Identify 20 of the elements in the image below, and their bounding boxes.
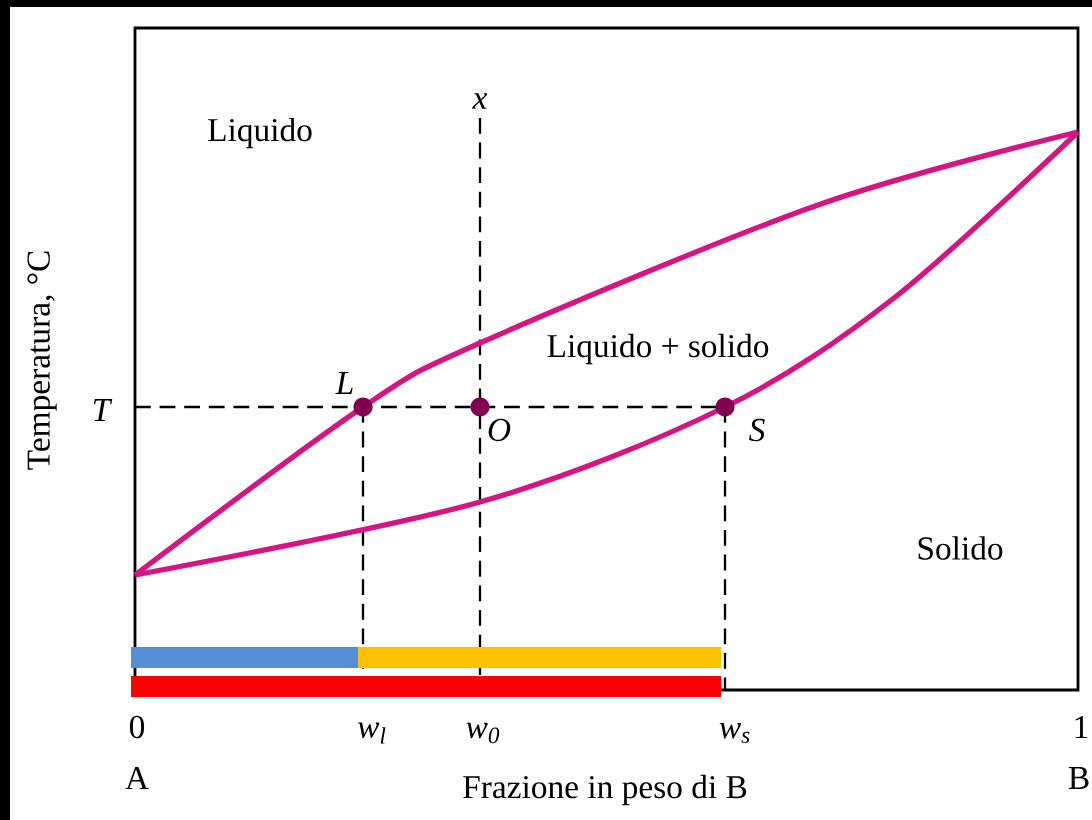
region-label: Liquido + solido (547, 333, 769, 365)
tick-label: w$_{s}$ (719, 722, 750, 744)
tick-label: 0 (129, 715, 145, 739)
tick-label: w$_{0}$ (466, 722, 500, 744)
tick-label: A (125, 767, 149, 789)
point-label: L (335, 372, 353, 394)
bar (131, 676, 721, 697)
region-label: Solido (918, 536, 1003, 560)
tick-label: w$_{l}$ (358, 722, 386, 744)
tick-label: 1 (1075, 716, 1088, 738)
point-label: O (488, 418, 511, 442)
axis-label: x (472, 93, 488, 109)
axis-title: Temperatura, °C (27, 251, 57, 470)
axis-label: T (93, 399, 113, 421)
bar (131, 647, 358, 668)
tick-label: B (1068, 767, 1089, 789)
bar (358, 647, 721, 668)
region-label: Liquido (208, 117, 312, 149)
point-label: S (749, 418, 765, 442)
axis-title: Frazione in peso di B (463, 774, 747, 806)
